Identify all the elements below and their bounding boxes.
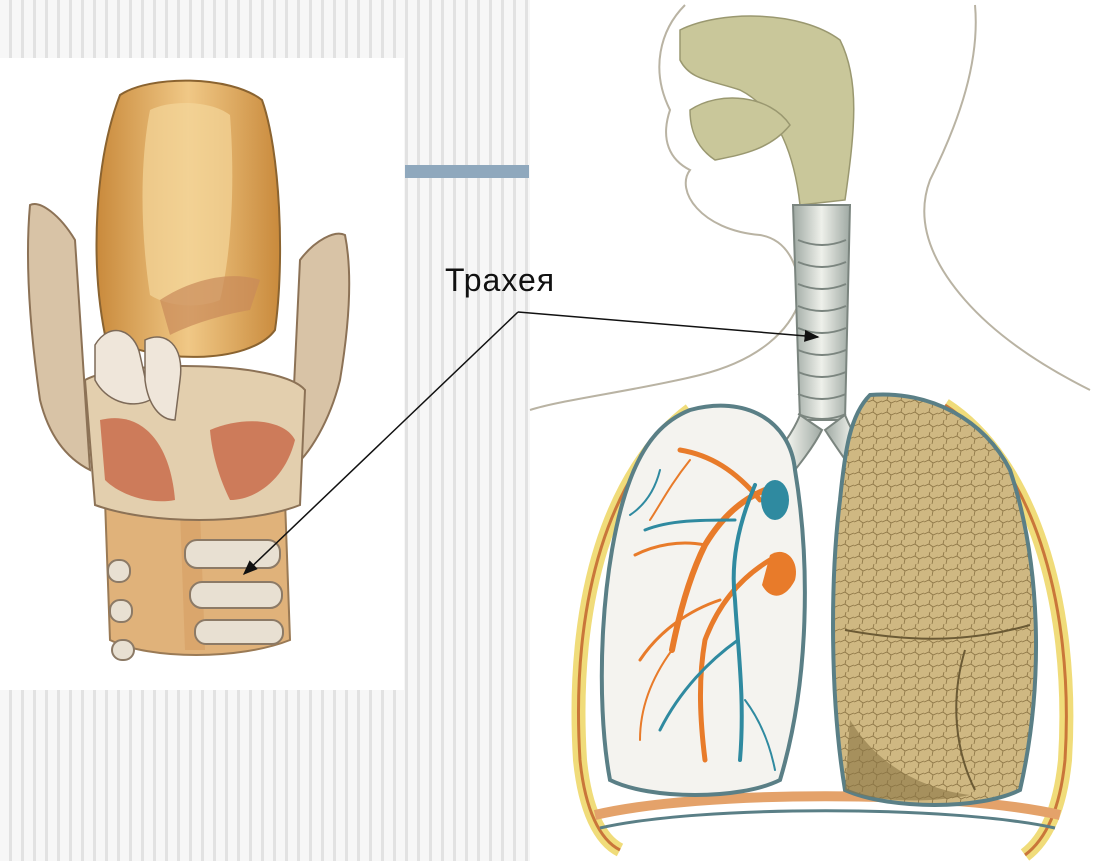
respiratory-system-illustration — [530, 5, 1090, 855]
larynx-illustration — [28, 81, 349, 660]
leader-arrow-right — [518, 312, 818, 337]
trachea-label: Трахея — [445, 262, 555, 299]
